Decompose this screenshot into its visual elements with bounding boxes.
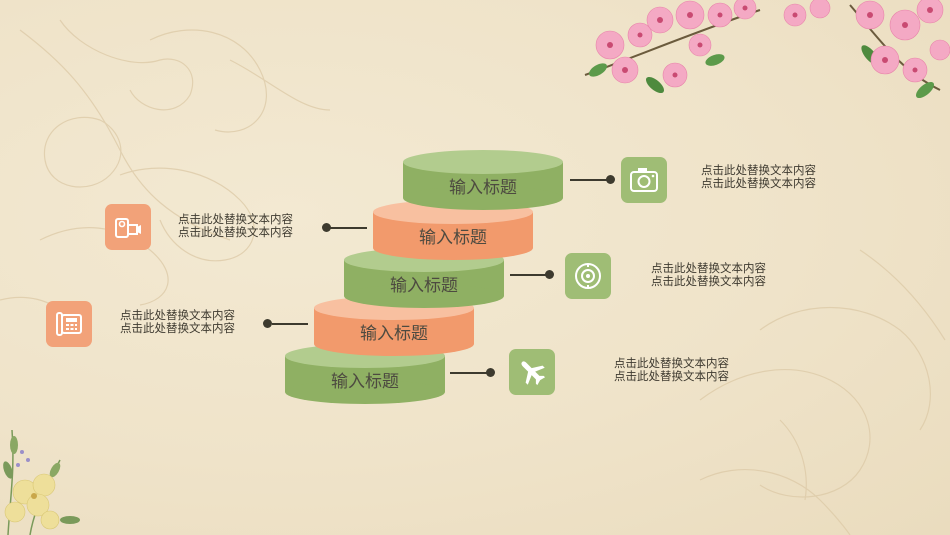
connector-dot-3 xyxy=(545,270,554,279)
step-title: 输入标题 xyxy=(331,372,399,392)
item-text-line-2: 点击此处替换文本内容 xyxy=(614,369,729,383)
target-icon-box[interactable] xyxy=(565,253,611,299)
connector-line-4 xyxy=(272,323,308,325)
step-title: 输入标题 xyxy=(419,228,487,248)
connector-line-2 xyxy=(330,227,367,229)
item-text-line-1: 点击此处替换文本内容 xyxy=(120,308,235,322)
item-text-4[interactable]: 点击此处替换文本内容 点击此处替换文本内容 xyxy=(120,309,235,335)
step-disc-1[interactable]: 输入标题 xyxy=(403,150,563,210)
video-camera-icon xyxy=(115,218,141,238)
video-camera-icon-box[interactable] xyxy=(105,204,151,250)
item-text-line-1: 点击此处替换文本内容 xyxy=(614,356,729,370)
item-text-5[interactable]: 点击此处替换文本内容 点击此处替换文本内容 xyxy=(614,357,729,383)
telephone-icon xyxy=(56,312,82,336)
item-text-2[interactable]: 点击此处替换文本内容 点击此处替换文本内容 xyxy=(178,213,293,239)
connector-line-1 xyxy=(570,179,610,181)
item-text-line-1: 点击此处替换文本内容 xyxy=(651,261,766,275)
camera-icon-box[interactable] xyxy=(621,157,667,203)
connector-dot-1 xyxy=(606,175,615,184)
step-title: 输入标题 xyxy=(449,178,517,198)
item-text-3[interactable]: 点击此处替换文本内容 点击此处替换文本内容 xyxy=(651,262,766,288)
step-title: 输入标题 xyxy=(360,324,428,344)
connector-line-5 xyxy=(450,372,490,374)
item-text-line-2: 点击此处替换文本内容 xyxy=(120,321,235,335)
item-text-line-1: 点击此处替换文本内容 xyxy=(701,163,816,177)
item-text-line-1: 点击此处替换文本内容 xyxy=(178,212,293,226)
airplane-icon-box[interactable] xyxy=(509,349,555,395)
airplane-icon xyxy=(521,361,546,386)
connector-dot-5 xyxy=(486,368,495,377)
step-disc-3[interactable]: 输入标题 xyxy=(344,248,504,308)
item-text-line-2: 点击此处替换文本内容 xyxy=(178,225,293,239)
step-title: 输入标题 xyxy=(390,276,458,296)
item-text-1[interactable]: 点击此处替换文本内容 点击此处替换文本内容 xyxy=(701,164,816,190)
telephone-icon-box[interactable] xyxy=(46,301,92,347)
connector-dot-2 xyxy=(322,223,331,232)
camera-icon xyxy=(630,168,658,192)
target-icon xyxy=(575,263,601,289)
item-text-line-2: 点击此处替换文本内容 xyxy=(651,274,766,288)
connector-line-3 xyxy=(510,274,550,276)
item-text-line-2: 点击此处替换文本内容 xyxy=(701,176,816,190)
connector-dot-4 xyxy=(263,319,272,328)
